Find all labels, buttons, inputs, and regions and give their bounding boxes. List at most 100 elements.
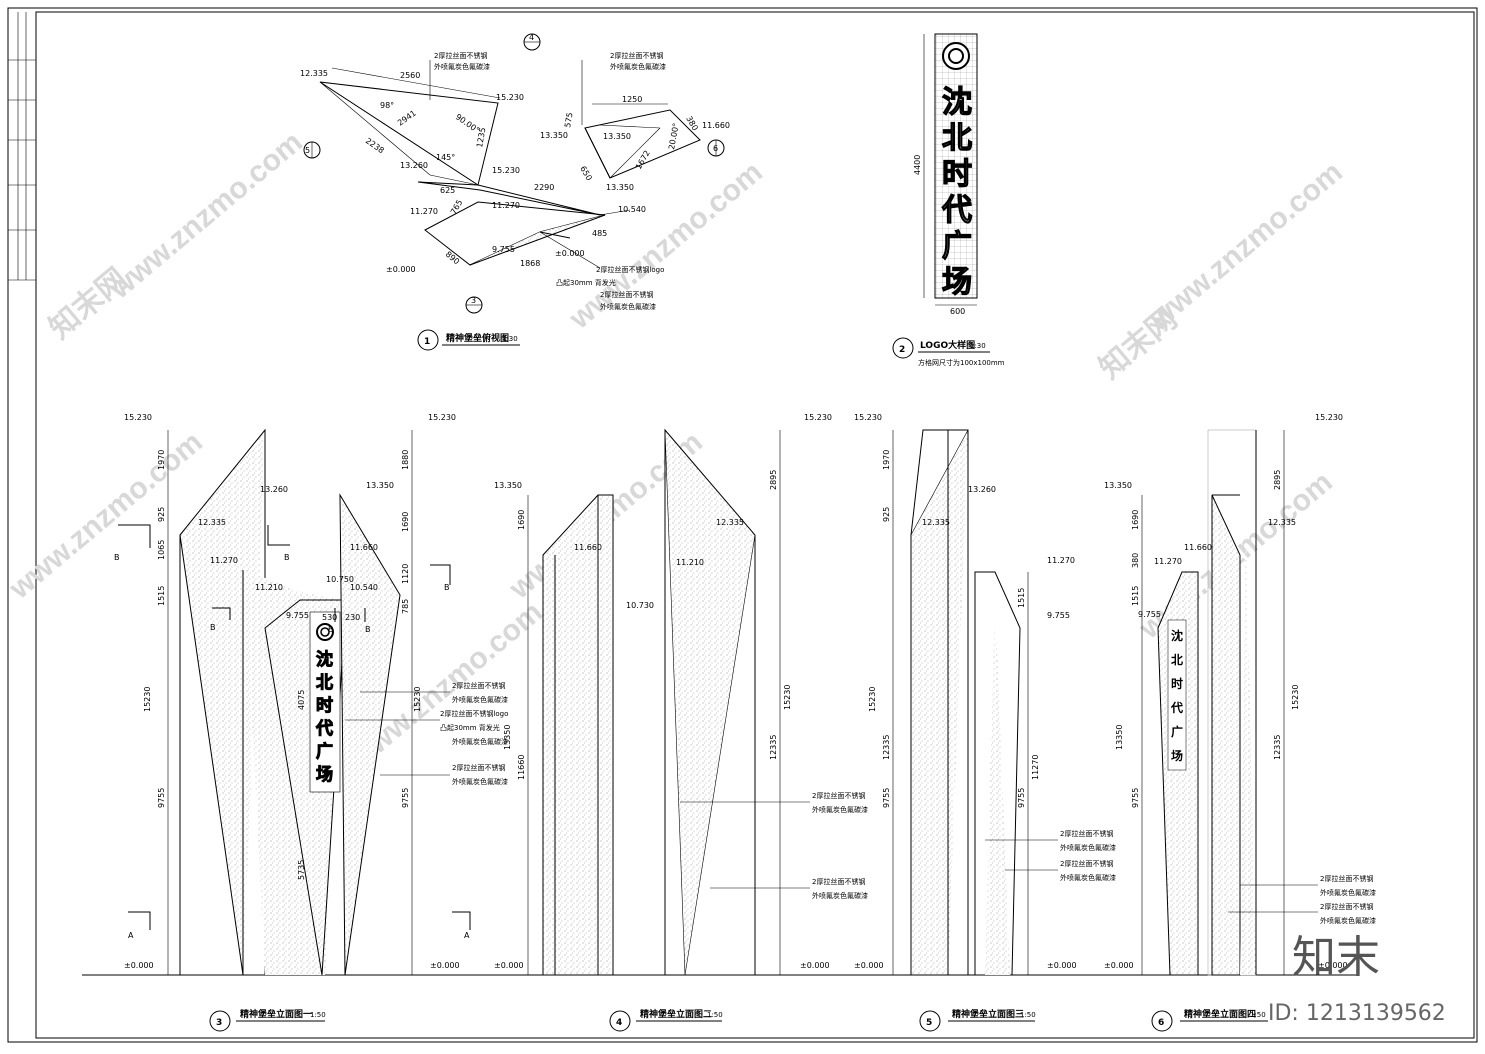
elev-dim: 1065 <box>157 540 166 560</box>
elev-dim: 12335 <box>882 735 891 760</box>
elev-dim: 1515 <box>1131 586 1140 606</box>
elev-level: 10.730 <box>626 601 654 610</box>
elev-dim: 9755 <box>1017 788 1026 808</box>
elev-level: 13.350 <box>366 481 394 490</box>
elev-dim: 9755 <box>882 788 891 808</box>
elev-dim: 1690 <box>517 510 526 530</box>
caption-number: 6 <box>1158 1018 1164 1028</box>
elev-level: 12.335 <box>198 518 226 527</box>
svg-text:A: A <box>464 931 470 940</box>
watermark-site: www.znzmo.com <box>103 125 309 306</box>
logo-detail: 沈 北 时 代 广 场 4400 600 2 LOGO大样图 1:30 方格网尺… <box>892 33 1005 367</box>
plan2-level: 13.350 <box>540 131 568 140</box>
caption-scale: 1:50 <box>707 1011 723 1019</box>
elev-level: 13.260 <box>968 485 996 494</box>
image-id-label: ID: 1213139562 <box>1268 1001 1446 1026</box>
logo-char: 场 <box>942 265 972 300</box>
elev-note: 2厚拉丝面不锈钢 <box>812 877 865 886</box>
elev-note: 2厚拉丝面不锈钢 <box>812 791 865 800</box>
plan-note: 2厚拉丝面不锈钢 <box>600 290 653 299</box>
section-marker: 6 <box>707 139 725 157</box>
elev-dim: 785 <box>401 599 410 614</box>
plan-level: 11.270 <box>492 201 520 210</box>
elev-level: ±0.000 <box>494 961 524 970</box>
caption-number: 4 <box>616 1018 622 1028</box>
caption-title: 精神堡垒立面图一 <box>240 1008 312 1020</box>
elev-dim: 15230 <box>143 687 152 712</box>
svg-text:B: B <box>210 623 216 632</box>
elevation-three: 15.230 13.260 12.335 11.270 9.755 ±0.000… <box>854 413 1116 1032</box>
svg-text:B: B <box>444 583 450 592</box>
elev-note: 外喷氟炭色氟碳漆 <box>1320 888 1376 897</box>
elevation-four: 沈 北 时 代 广 场 13.350 11.660 11.270 9.755 1… <box>1104 413 1376 1032</box>
elev-dim: 15230 <box>868 687 877 712</box>
caption-scale: 1:50 <box>310 1011 326 1019</box>
elev-level: 11.210 <box>255 583 283 592</box>
logo-char: 时 <box>316 696 333 716</box>
caption-scale: 1:50 <box>1020 1011 1036 1019</box>
watermark-site: www.znzmo.com <box>1143 155 1349 336</box>
logo-char: 沈 <box>942 85 972 120</box>
elev-dim: 15230 <box>1291 685 1300 710</box>
elev-level: 11.270 <box>1047 556 1075 565</box>
elev-dim: 925 <box>157 507 166 522</box>
plan-note: 2厚拉丝面不锈钢 <box>434 51 487 60</box>
elevation-one: 沈 北 时 代 广 场 15.230 13.260 12.335 11.270 … <box>114 413 508 1032</box>
svg-text:4: 4 <box>529 33 534 42</box>
section-marker: 3 <box>465 296 483 314</box>
logo-char: 广 <box>316 741 333 762</box>
logo-char: 场 <box>316 765 333 785</box>
elev-level: 12.335 <box>1268 518 1296 527</box>
caption-title: 精神堡垒立面图二 <box>640 1008 712 1020</box>
elev-dim: 12335 <box>769 735 778 760</box>
elev-level: 11.660 <box>574 543 602 552</box>
elev-level: 11.660 <box>350 543 378 552</box>
elev-dim: 2895 <box>1273 470 1282 490</box>
elev-level: 12.335 <box>716 518 744 527</box>
outer-frame <box>7 7 1478 1043</box>
caption-number: 5 <box>926 1018 932 1028</box>
elev-level: ±0.000 <box>124 961 154 970</box>
caption-scale: 1:50 <box>1250 1011 1266 1019</box>
plan-level: 11.270 <box>410 207 438 216</box>
logo-height-dim: 4400 <box>913 155 922 175</box>
plan2-note: 2厚拉丝面不锈钢 <box>610 51 663 60</box>
caption-title: 精神堡垒立面图三 <box>952 1008 1024 1020</box>
logo-char: 北 <box>942 121 972 156</box>
elev-dim: 13350 <box>503 725 512 750</box>
elev-note: 2厚拉丝面不锈钢 <box>1060 829 1113 838</box>
elev-note: 外喷氟炭色氟碳漆 <box>1060 873 1116 882</box>
elev-dim: 13350 <box>1115 725 1124 750</box>
elev-level: ±0.000 <box>1318 961 1348 970</box>
elev-dim: 9755 <box>401 788 410 808</box>
caption-number: 2 <box>899 345 905 355</box>
elev-level: 11.660 <box>1184 543 1212 552</box>
plan-level: ±0.000 <box>555 249 585 258</box>
elev-level: ±0.000 <box>1104 961 1134 970</box>
elev-dim: 1690 <box>401 512 410 532</box>
title-strip <box>8 12 36 281</box>
elev-dim: 1515 <box>157 586 166 606</box>
elev-note: 外喷氟炭色氟碳漆 <box>812 891 868 900</box>
logo-char: 广 <box>942 229 972 264</box>
plan-note: 凸起30mm 背发光 <box>556 278 616 287</box>
watermark-site: www.znzmo.com <box>3 425 209 606</box>
plan2-level: 13.350 <box>606 183 634 192</box>
plan-level: 10.540 <box>618 205 646 214</box>
elev-dim: 9755 <box>157 788 166 808</box>
caption-title: 精神堡垒立面图四 <box>1184 1008 1256 1020</box>
brand-logo: 知末 <box>1292 932 1380 983</box>
logo-char: 沈 <box>316 649 333 670</box>
elev-dim: 1515 <box>1017 588 1026 608</box>
plan-dim: 1868 <box>520 259 540 268</box>
elev-level: 13.260 <box>260 485 288 494</box>
elev-level: ±0.000 <box>854 961 884 970</box>
elev-level: 12.335 <box>922 518 950 527</box>
logo-char: 场 <box>1171 749 1183 763</box>
logo-width-dim: 600 <box>950 307 965 316</box>
elev-level: 15.230 <box>854 413 882 422</box>
elev-note: 2厚拉丝面不锈钢 <box>1320 902 1373 911</box>
logo-char: 代 <box>315 718 333 739</box>
plan-level: 12.335 <box>300 69 328 78</box>
elev-note: 2厚拉丝面不锈钢 <box>452 763 505 772</box>
